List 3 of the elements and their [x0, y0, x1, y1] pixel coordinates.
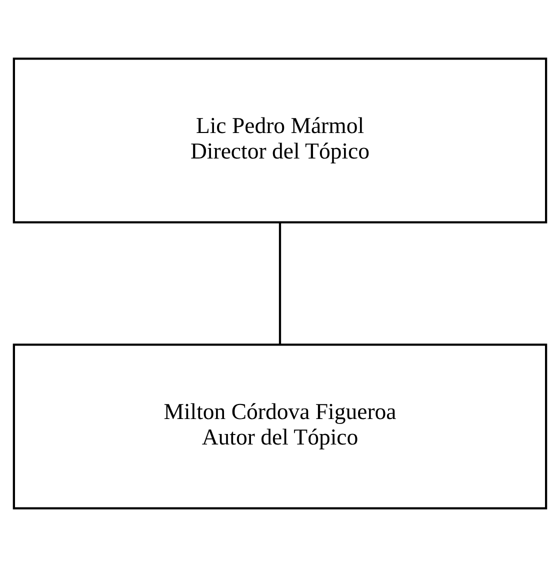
node-box: Milton Córdova Figueroa Autor del Tópico	[12, 344, 548, 510]
node-box: Lic Pedro Mármol Director del Tópico	[12, 58, 548, 224]
connector	[278, 222, 282, 344]
